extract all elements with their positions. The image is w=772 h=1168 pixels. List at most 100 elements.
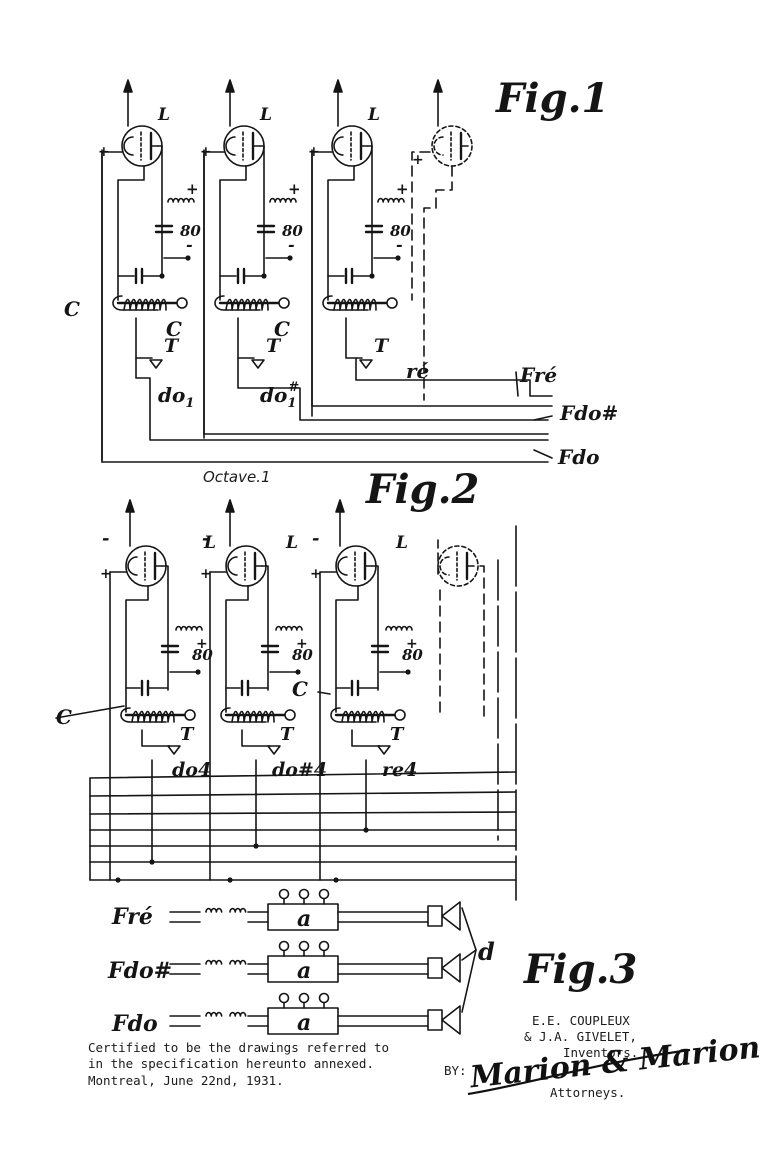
- amplifier-knob: [278, 940, 290, 952]
- fig2-oscillator-coil-2: [231, 710, 275, 723]
- fig2-oscillator-coil-1: [131, 710, 175, 723]
- junction-dot: [369, 273, 375, 279]
- plus-sign: +: [288, 180, 301, 198]
- coil-loop: [214, 295, 261, 311]
- contact-label-T: T: [390, 724, 405, 745]
- coil-terminal: [394, 709, 406, 721]
- loudspeaker-cone: [441, 1005, 461, 1035]
- minus-sign: -: [288, 235, 295, 254]
- junction-dot: [405, 669, 411, 675]
- plate-lead: [157, 145, 163, 276]
- plus-sign: +: [412, 152, 424, 168]
- amplifier-knob: [318, 888, 330, 900]
- grid-lead: [117, 165, 145, 301]
- junction-dot: [185, 255, 191, 261]
- tube-filament: [127, 556, 138, 576]
- voltage-80: 80: [390, 222, 411, 240]
- coil-label-C: C: [56, 705, 72, 729]
- contact-wire: [237, 317, 255, 359]
- feeder-label-fdo: Fdo: [557, 445, 600, 469]
- plus-sign: +: [186, 180, 199, 198]
- amplifier-box: [267, 955, 339, 983]
- feeder-label-fre: Fré: [519, 363, 557, 387]
- signature-flourish: [467, 1048, 691, 1096]
- contact-wire: [345, 317, 363, 359]
- oscillator-coil-1: [123, 298, 167, 311]
- tube-filament: [123, 136, 134, 156]
- contact-triangle: [149, 359, 163, 369]
- minus-sign: -: [312, 528, 319, 549]
- coil-terminal: [278, 297, 290, 309]
- leader-fre: [515, 371, 519, 397]
- plate-choke: [275, 625, 303, 631]
- plus-sign: +: [396, 180, 409, 198]
- junction-dot: [287, 255, 293, 261]
- amplifier-box: [267, 903, 339, 931]
- contact-wire: [135, 317, 153, 359]
- fig2-oscillator-coil-3: [341, 710, 385, 723]
- plate-choke: [385, 625, 413, 631]
- tube-filament: [333, 136, 344, 156]
- octave-caption: Octave.1: [203, 468, 271, 486]
- note-superscript: #: [288, 380, 299, 395]
- contact-wire: [141, 729, 171, 747]
- grid-lead: [125, 585, 149, 713]
- speaker-magnet: [427, 957, 443, 979]
- note-label-1: do1: [158, 383, 194, 411]
- speaker-label-d: d: [478, 937, 495, 966]
- speaker-magnet: [427, 905, 443, 927]
- plate-lead: [259, 145, 265, 276]
- note-subscript: 1: [287, 396, 296, 411]
- plate-lead: [161, 565, 169, 691]
- junction-dot: [159, 273, 165, 279]
- certification-line-1: Certified to be the drawings referred to: [88, 1040, 389, 1055]
- coil-loop: [322, 295, 369, 311]
- attorneys-label: Attorneys.: [550, 1085, 625, 1100]
- plate-choke: [269, 197, 297, 203]
- contact-wire: [241, 729, 271, 747]
- coil-terminal: [386, 297, 398, 309]
- amplifier-knob: [318, 940, 330, 952]
- output-arrow: [225, 499, 235, 513]
- speaker-magnet: [427, 1009, 443, 1031]
- fig2-note-label-3: re4: [382, 759, 417, 781]
- voltage-80: 80: [180, 222, 201, 240]
- coil-loop: [120, 707, 167, 723]
- tube-label-L: L: [395, 533, 408, 553]
- transformer-primary: [205, 1011, 223, 1017]
- plate-choke: [175, 625, 203, 631]
- contact-label-T: T: [266, 335, 282, 357]
- amplifier-box: [267, 1007, 339, 1035]
- contact-triangle: [377, 745, 391, 755]
- leader-fdo-sharp: [533, 415, 553, 421]
- leader-d: [461, 949, 477, 961]
- coil-label-C: C: [166, 317, 182, 341]
- leader-fdo: [533, 449, 553, 459]
- fig3-label-fdo: Fdo: [111, 1011, 158, 1037]
- oscillator-coil-3: [333, 298, 377, 311]
- tube-label-L: L: [157, 105, 170, 125]
- feeder-fre: [355, 357, 553, 397]
- by-label: BY:: [444, 1063, 467, 1078]
- fig3-title: Fig.3: [523, 946, 637, 993]
- coil-loop: [330, 707, 377, 723]
- leader-d: [461, 949, 477, 1013]
- tube-label-L: L: [203, 533, 216, 553]
- certification-line-2: in the specification hereunto annexed.: [88, 1056, 374, 1071]
- bus-junction: [227, 877, 233, 883]
- fig3-box-label-1: a: [297, 906, 311, 932]
- grid-lead: [335, 585, 359, 713]
- transformer-secondary: [229, 1011, 247, 1017]
- fig3-label-fdo-sharp: Fdo#: [107, 958, 172, 984]
- amplifier-knob: [278, 992, 290, 1004]
- plus-sign: +: [100, 566, 112, 582]
- contact-triangle: [167, 745, 181, 755]
- junction-dot: [261, 273, 267, 279]
- loudspeaker-cone: [441, 901, 461, 931]
- loudspeaker-cone: [441, 953, 461, 983]
- grid-lead: [225, 585, 249, 713]
- coil-terminal: [184, 709, 196, 721]
- voltage-80: 80: [282, 222, 303, 240]
- plus-sign: +: [308, 144, 320, 160]
